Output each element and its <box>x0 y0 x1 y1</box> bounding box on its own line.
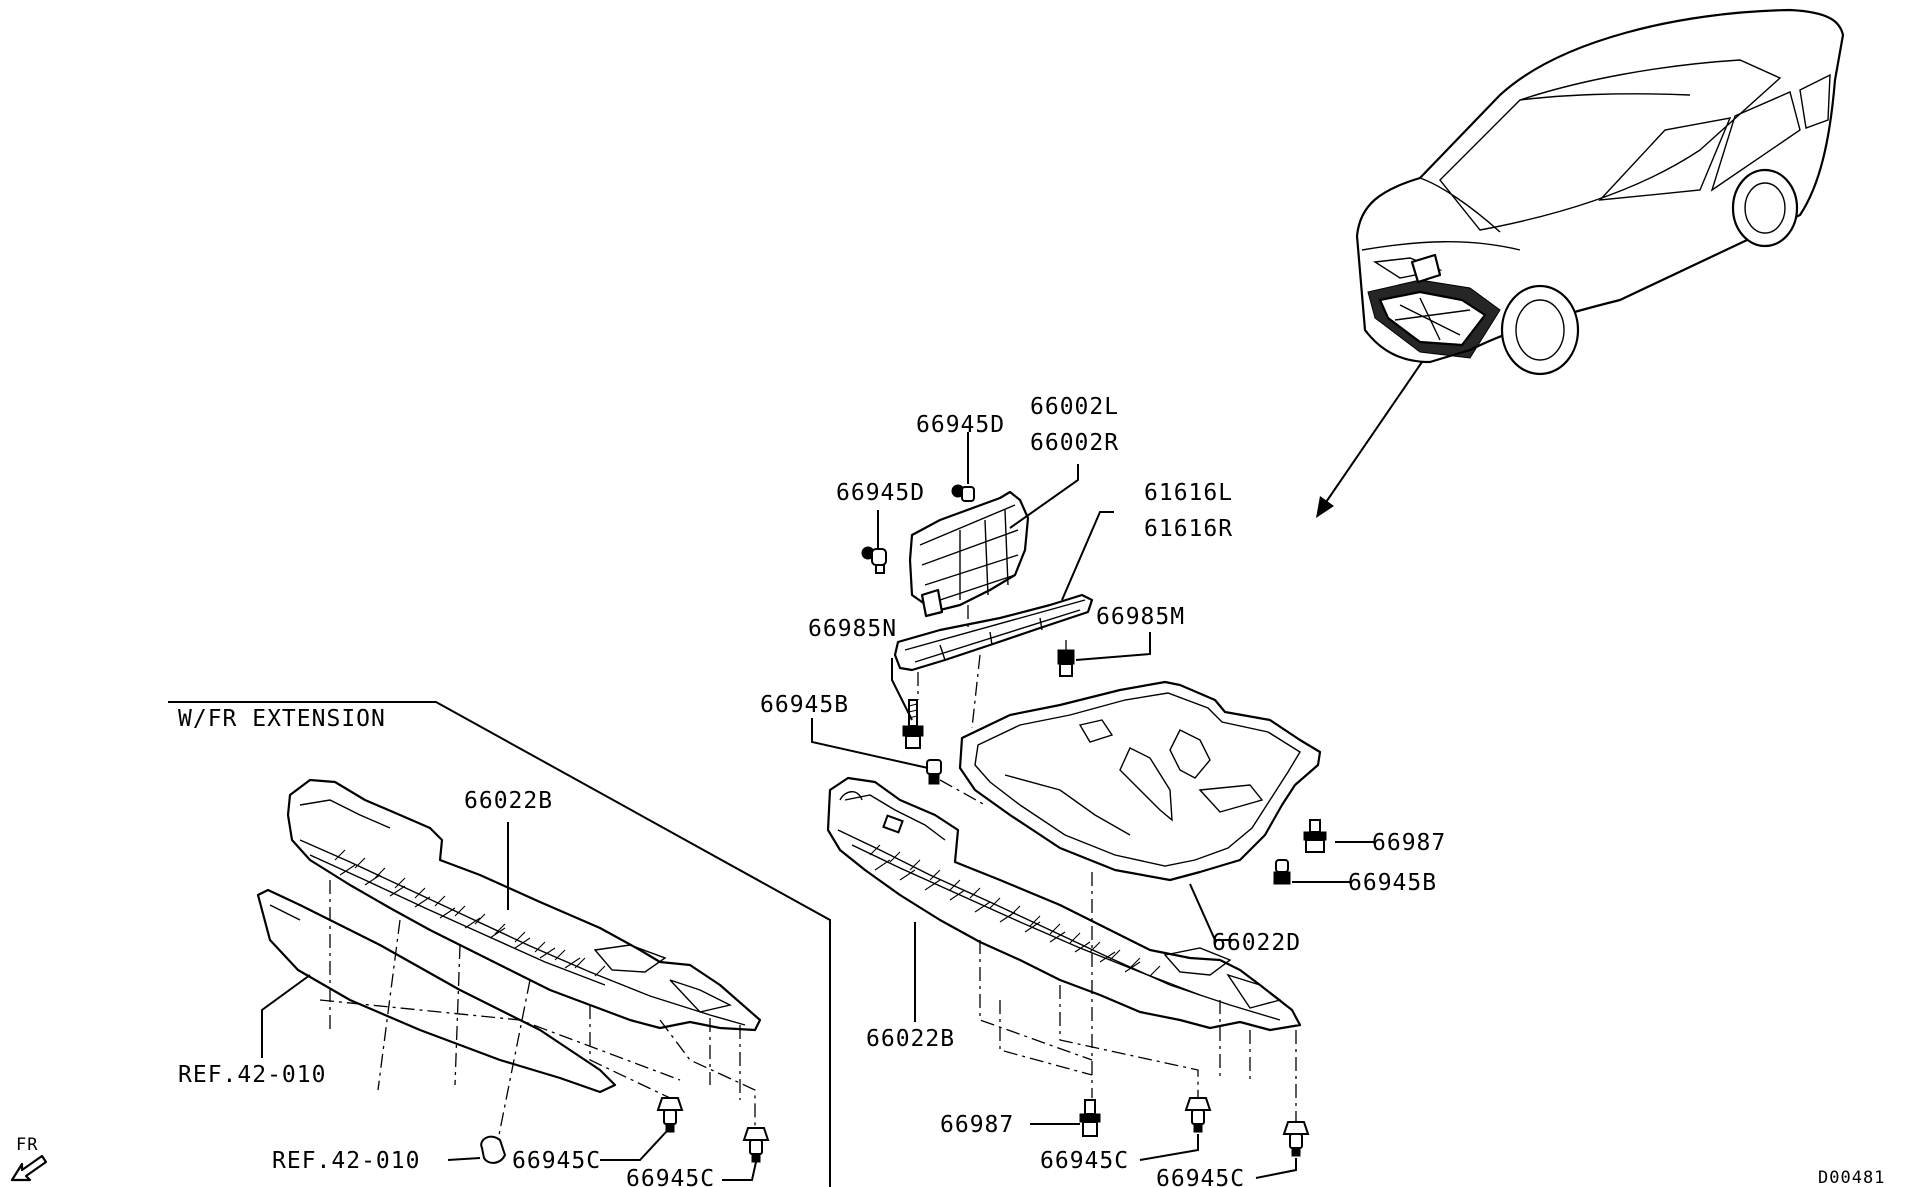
label-66002L: 66002L <box>1030 394 1119 420</box>
bracket-61616 <box>893 593 1094 672</box>
label-66985M: 66985M <box>1096 604 1185 630</box>
label-66945C-inset-1: 66945C <box>512 1148 601 1174</box>
direction-label: FR <box>16 1135 38 1155</box>
alignment-lines <box>319 605 1297 1141</box>
fastener-66987-bottom <box>1079 1099 1101 1137</box>
label-66022D: 66022D <box>1212 930 1301 956</box>
label-66985N: 66985N <box>808 616 897 642</box>
fastener-66945C-bottom-2 <box>1282 1121 1310 1157</box>
fastener-66945D-left <box>861 546 887 574</box>
label-66945C-bottom-1: 66945C <box>1040 1148 1129 1174</box>
fastener-66945D-top <box>951 484 975 502</box>
label-61616L: 61616L <box>1144 480 1233 506</box>
fastener-66987-right <box>1303 819 1327 853</box>
label-66945C-inset-2: 66945C <box>626 1166 715 1187</box>
lattice-pattern-inset <box>334 849 606 977</box>
front-direction-indicator: FR <box>10 1135 48 1182</box>
fastener-66945B-right <box>1273 859 1291 885</box>
label-66022B-main: 66022B <box>866 1026 955 1052</box>
fastener-66985N <box>902 699 924 749</box>
diagram-code: D00481 <box>1818 1168 1885 1187</box>
label-66987-right: 66987 <box>1372 830 1446 856</box>
clip-ref-42-010 <box>480 1135 507 1164</box>
label-66945B-right: 66945B <box>1348 870 1437 896</box>
label-66945C-bottom-2: 66945C <box>1156 1166 1245 1187</box>
label-66945B-left: 66945B <box>760 692 849 718</box>
label-66945D-left: 66945D <box>836 480 925 506</box>
fastener-66985M <box>1057 649 1075 677</box>
label-ref-42-010-2: REF.42-010 <box>272 1148 420 1174</box>
fastener-66945C-inset-1 <box>656 1097 684 1133</box>
label-66022B-inset: 66022B <box>464 788 553 814</box>
front-arrow-icon <box>10 1154 48 1182</box>
bracket-66002 <box>908 490 1030 618</box>
under-cover-66022D <box>958 680 1322 882</box>
splash-shield-66022B-main <box>826 776 1302 1032</box>
front-extension-ref <box>256 888 617 1094</box>
fastener-66945C-bottom-1 <box>1184 1097 1212 1133</box>
vehicle-locator-illustration <box>1316 8 1845 518</box>
lattice-pattern <box>869 844 1161 977</box>
inset-frame <box>168 701 831 1187</box>
label-61616R: 61616R <box>1144 516 1233 542</box>
label-66987-bottom: 66987 <box>940 1112 1014 1138</box>
label-ref-42-010-1: REF.42-010 <box>178 1062 326 1088</box>
fastener-66945C-inset-2 <box>742 1127 770 1163</box>
label-66945D-top: 66945D <box>916 412 1005 438</box>
inset-title: W/FR EXTENSION <box>178 706 386 732</box>
splash-shield-66022B-inset <box>286 778 762 1032</box>
part-labels: 66002L 66002R 66945D 66945D 61616L 61616… <box>178 394 1446 1187</box>
label-66002R: 66002R <box>1030 430 1119 456</box>
leader-lines <box>261 432 1375 1181</box>
fastener-66945B-left <box>926 759 942 785</box>
